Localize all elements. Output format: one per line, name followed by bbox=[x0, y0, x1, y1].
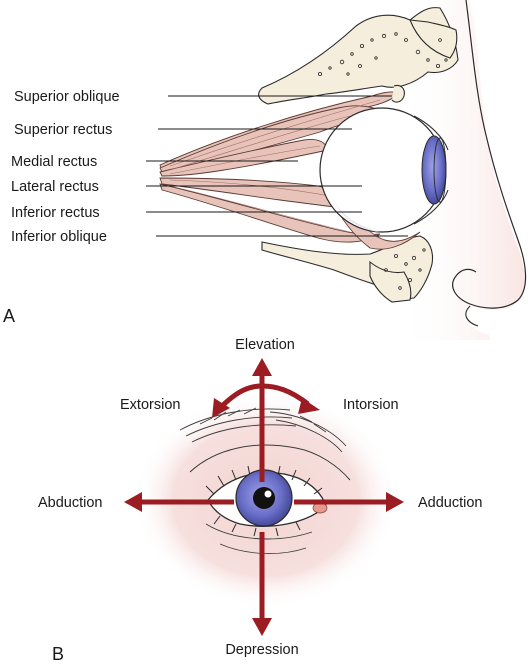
panel-b: Elevation Depression Abduction Adduction… bbox=[38, 337, 483, 664]
panel-letter-a: A bbox=[3, 306, 15, 326]
inferior-rectus-muscle bbox=[159, 183, 381, 243]
pupil bbox=[253, 487, 275, 509]
arrow-abduction-head bbox=[124, 492, 142, 512]
eyebrow bbox=[179, 407, 347, 453]
label-elevation: Elevation bbox=[235, 337, 295, 353]
upper-orbital-bone bbox=[258, 7, 459, 105]
lower-bone-texture bbox=[384, 248, 426, 290]
arrow-torsion-arc bbox=[218, 383, 310, 410]
label-medial-rectus: Medial rectus bbox=[11, 154, 97, 170]
panel-letter-b: B bbox=[52, 644, 64, 664]
eyeball-sclera-shadow bbox=[330, 190, 380, 232]
lower-lid-line-1 bbox=[205, 523, 313, 540]
label-superior-oblique: Superior oblique bbox=[14, 89, 120, 105]
trochlea bbox=[391, 84, 405, 103]
upper-bone-texture bbox=[317, 32, 448, 77]
lower-eyelid-side bbox=[413, 189, 449, 225]
frontal-sinus-bone bbox=[409, 19, 458, 59]
label-inferior-oblique: Inferior oblique bbox=[11, 229, 107, 245]
maxillary-bone bbox=[369, 260, 412, 303]
leader-lines bbox=[146, 95, 408, 237]
pupil-highlight bbox=[264, 490, 272, 498]
arrow-intorsion-head bbox=[298, 398, 320, 414]
cornea-side bbox=[433, 137, 447, 203]
arrow-elevation-head bbox=[252, 358, 272, 376]
label-adduction: Adduction bbox=[418, 495, 483, 511]
face-chin-outline bbox=[465, 305, 479, 327]
label-abduction: Abduction bbox=[38, 495, 103, 511]
movement-arrows bbox=[124, 358, 404, 636]
arrow-adduction-head bbox=[386, 492, 404, 512]
panel-a: Superior oblique Superior rectus Medial … bbox=[3, 0, 527, 340]
arrow-extorsion-head bbox=[212, 398, 230, 418]
muscle-fibers bbox=[169, 99, 385, 241]
eyelid-crease bbox=[189, 444, 351, 481]
upper-eyelid-side bbox=[413, 115, 449, 151]
label-extorsion: Extorsion bbox=[120, 397, 180, 413]
label-inferior-rectus: Inferior rectus bbox=[11, 205, 100, 221]
label-intorsion: Intorsion bbox=[343, 397, 399, 413]
arrow-depression-head bbox=[252, 618, 272, 636]
label-lateral-rectus: Lateral rectus bbox=[11, 179, 99, 195]
face-profile-outline bbox=[452, 0, 527, 309]
label-depression: Depression bbox=[225, 642, 298, 658]
label-superior-rectus: Superior rectus bbox=[14, 122, 112, 138]
